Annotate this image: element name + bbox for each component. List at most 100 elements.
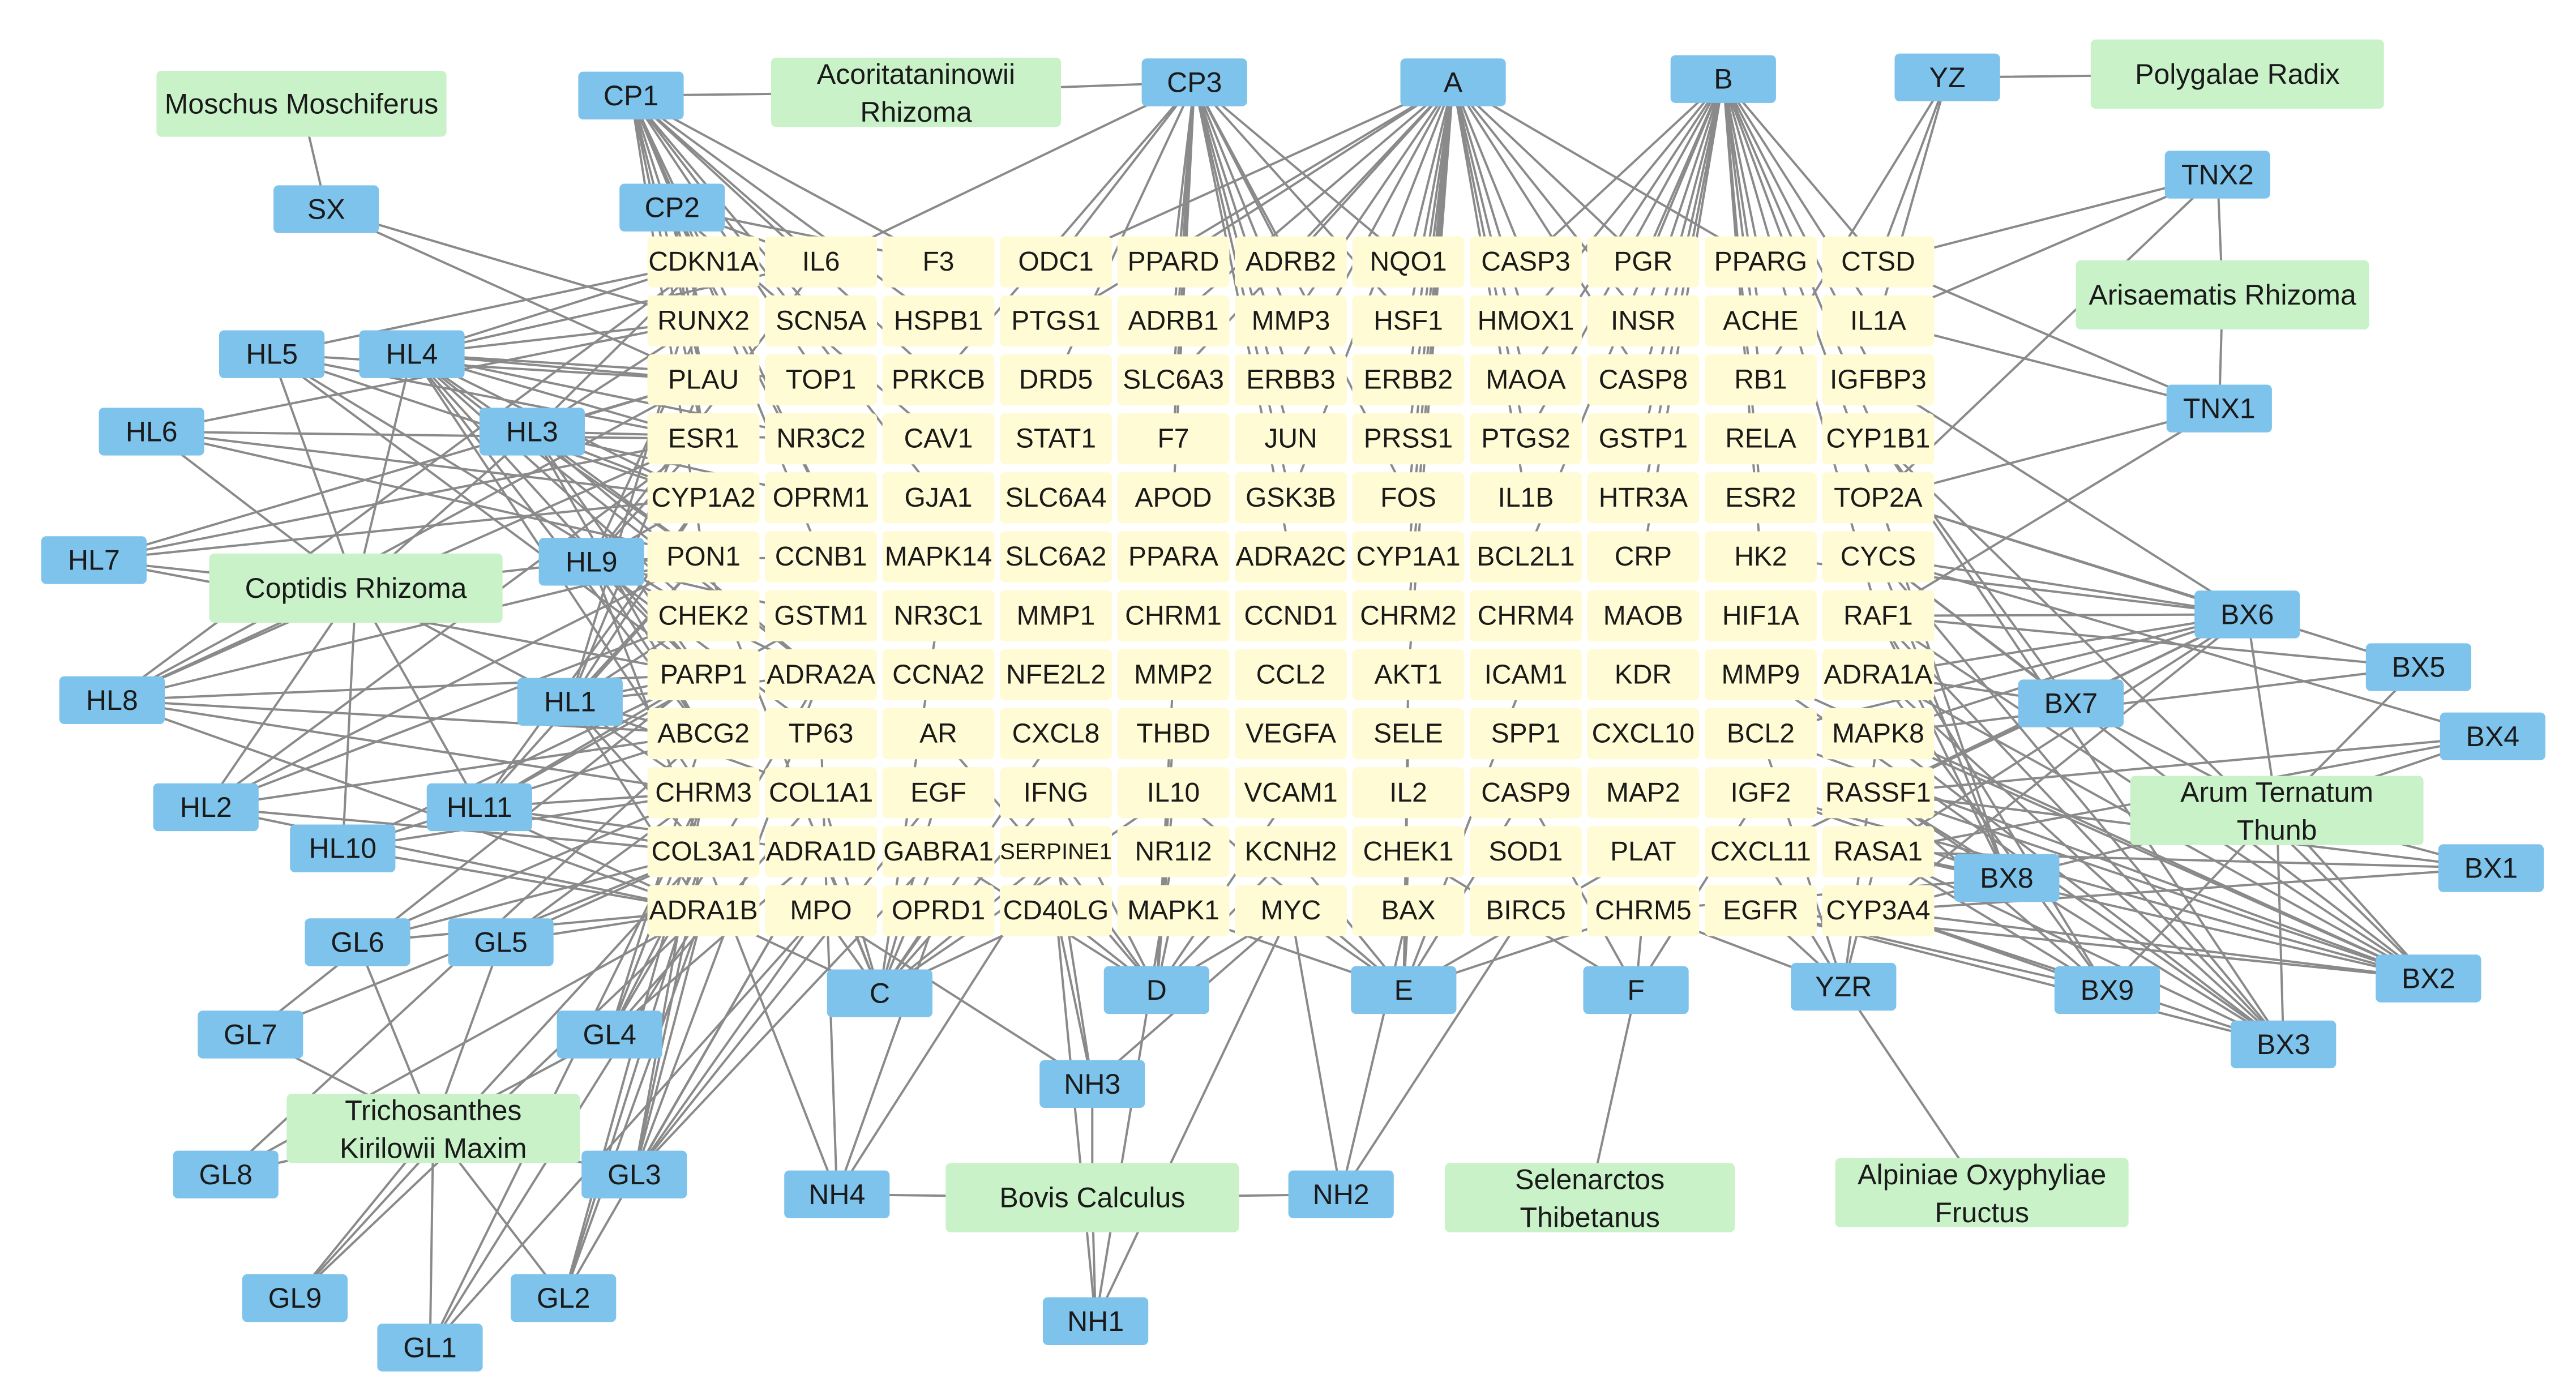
compound-node-label: CP2 xyxy=(645,192,700,224)
target-node-label: IL1A xyxy=(1850,306,1906,336)
target-node-label: HIF1A xyxy=(1722,601,1799,631)
target-node-box xyxy=(882,413,995,465)
target-node-label: CRP xyxy=(1615,542,1672,572)
edge-compound-target xyxy=(1877,76,1949,263)
compound-node-label: HL7 xyxy=(68,544,120,576)
target-node-box xyxy=(765,708,877,760)
target-node-box xyxy=(1235,590,1347,641)
target-node-box xyxy=(1000,472,1112,524)
target-node-box xyxy=(882,649,995,700)
edge-compound-target xyxy=(1172,81,1454,263)
target-node-box xyxy=(1822,295,1935,346)
target-node-label: TP63 xyxy=(789,719,854,749)
herb-node-box xyxy=(2076,260,2369,329)
target-node-label: GSK3B xyxy=(1246,483,1336,513)
compound-node-box xyxy=(1954,854,2060,902)
edge-compound-target xyxy=(1452,81,1645,263)
herb-node-label: Arisaematis Rhizoma xyxy=(2089,279,2356,311)
compound-node-label: HL10 xyxy=(309,833,377,864)
target-node-box xyxy=(647,531,760,583)
target-node-box xyxy=(1235,649,1347,700)
herb-node-box xyxy=(1445,1163,1735,1232)
target-node-box xyxy=(647,413,760,465)
target-node-label: ADRA1D xyxy=(766,837,876,867)
target-node-box xyxy=(1235,354,1347,406)
compound-node-box xyxy=(1039,1060,1145,1108)
target-node-box xyxy=(1470,472,1582,524)
target-node-label: PON1 xyxy=(666,542,741,572)
target-node-label: SERPINE1 xyxy=(1000,840,1112,864)
target-node-box xyxy=(1117,767,1230,819)
target-node-box xyxy=(1822,531,1935,583)
target-node-box xyxy=(1000,236,1112,288)
edge-compound-target xyxy=(341,673,705,850)
target-node-box xyxy=(1822,649,1935,700)
target-node-label: CAV1 xyxy=(904,424,973,454)
target-node-label: RELA xyxy=(1725,424,1796,454)
target-node-box xyxy=(765,413,877,465)
compound-node-box xyxy=(2166,384,2272,432)
edge-compound-target xyxy=(530,260,705,433)
target-node-label: MAOB xyxy=(1603,601,1683,631)
target-node-box xyxy=(1235,413,1347,465)
edge-compound-target xyxy=(110,699,705,794)
target-node-label: CYP1B1 xyxy=(1826,424,1930,454)
herb-node-box xyxy=(2090,39,2384,109)
edge-compound-target xyxy=(1877,173,2219,499)
target-node-label: SLC6A4 xyxy=(1005,483,1107,513)
target-node-box xyxy=(1470,413,1582,465)
edge-compound-target xyxy=(630,94,823,263)
target-node-box xyxy=(1235,295,1347,346)
target-node-box xyxy=(1000,531,1112,583)
target-node-label: IL6 xyxy=(802,247,840,277)
target-node-box xyxy=(1587,236,1700,288)
target-node-box xyxy=(1235,885,1347,936)
compound-node-label: HL2 xyxy=(180,791,232,823)
target-node-label: KCNH2 xyxy=(1245,837,1337,867)
target-node-box xyxy=(1705,472,1817,524)
target-node-box xyxy=(1000,708,1112,760)
target-node-box xyxy=(1822,472,1935,524)
target-node-box xyxy=(1705,885,1817,936)
compound-node-box xyxy=(1141,58,1247,106)
target-node-label: CHRM3 xyxy=(655,778,752,808)
target-node-box xyxy=(1352,826,1465,877)
compound-node-label: YZR xyxy=(1815,971,1872,1003)
compound-node-label: BX7 xyxy=(2044,688,2098,720)
compound-node-label: GL4 xyxy=(583,1019,636,1051)
compound-node-box xyxy=(2376,954,2481,1003)
herb-node-label: Moschus Moschiferus xyxy=(165,88,439,119)
target-node-label: SCN5A xyxy=(776,306,866,336)
target-node-label: NR1I2 xyxy=(1135,837,1212,867)
edge-compound-target xyxy=(1877,613,2249,853)
target-node-label: SOD1 xyxy=(1489,837,1563,867)
target-node-box xyxy=(1117,472,1230,524)
edge-compound-target xyxy=(1877,666,2420,735)
target-node-box xyxy=(1117,649,1230,700)
target-node-label: ESR1 xyxy=(668,424,739,454)
target-node-label: CD40LG xyxy=(1003,896,1109,926)
target-node-label: CDKN1A xyxy=(648,247,759,277)
target-node-box xyxy=(1705,413,1817,465)
target-node-box xyxy=(1352,590,1465,641)
target-node-label: ACHE xyxy=(1723,306,1798,336)
target-node-box xyxy=(647,472,760,524)
herb-node-box xyxy=(286,1094,580,1163)
target-node-label: BAX xyxy=(1381,896,1435,926)
target-node-box xyxy=(1000,649,1112,700)
compound-node-box xyxy=(1894,53,2000,101)
target-node-label: PARP1 xyxy=(660,660,747,690)
compound-node-label: HL1 xyxy=(544,686,596,718)
target-node-box xyxy=(1587,826,1700,877)
edge-compound-target xyxy=(1877,791,2285,1046)
target-node-box xyxy=(1705,649,1817,700)
target-node-box xyxy=(882,590,995,641)
target-node-label: IGFBP3 xyxy=(1830,365,1927,395)
target-node-label: MMP9 xyxy=(1722,660,1800,690)
target-node-label: BCL2 xyxy=(1727,719,1795,749)
compound-node-label: GL3 xyxy=(607,1159,661,1191)
compound-node-box xyxy=(619,183,725,232)
target-node-box xyxy=(647,354,760,406)
target-node-box xyxy=(765,885,877,936)
target-node-box xyxy=(1117,354,1230,406)
